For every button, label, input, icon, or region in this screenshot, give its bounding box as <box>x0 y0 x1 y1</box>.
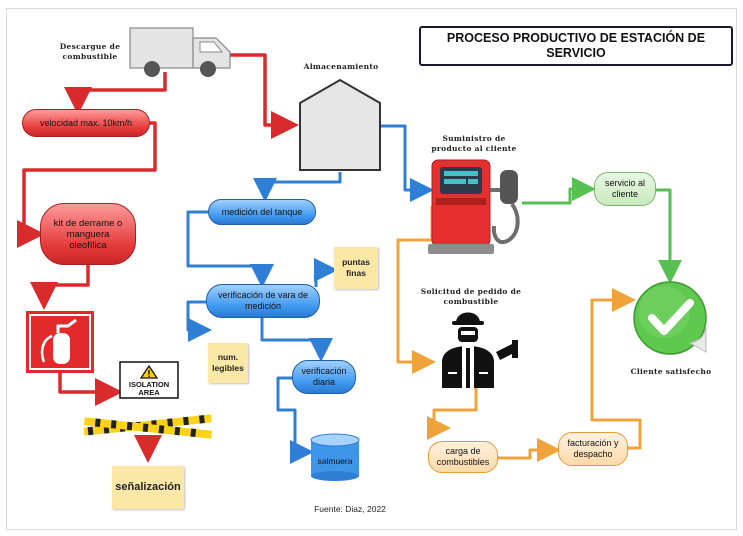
arrow-storage-to-medicion <box>253 172 342 202</box>
arrow-storage-to-pump <box>380 124 434 202</box>
danger-tape-icon <box>83 414 213 439</box>
arrow-facturacion-to-cliente <box>590 288 642 450</box>
node-verificacion-diaria: verificación diaria <box>292 360 356 394</box>
storage-tank-icon <box>299 78 381 171</box>
label-almacenamiento: Almacenamiento <box>303 62 379 71</box>
label-cliente-satisfecho: Cliente satisfecho <box>630 367 712 376</box>
label-solicitud: Solicitud de pedido de combustible <box>420 287 522 306</box>
arrow-extinguisher-to-isolation <box>58 373 123 406</box>
arrow-medicion-to-vara <box>186 210 274 288</box>
fire-extinguisher-icon <box>26 311 94 373</box>
note-senalizacion: señalización <box>112 466 184 509</box>
worker-icon <box>442 312 518 388</box>
arrow-velocidad-to-kit <box>17 121 157 248</box>
arrow-vara-to-puntas <box>314 258 338 287</box>
node-medicion-tanque: medición del tanque <box>208 199 316 225</box>
salmuera-label: salmuera <box>317 456 353 466</box>
arrow-carga-to-facturacion <box>498 438 561 462</box>
note-puntas-finas: puntas finas <box>334 247 378 289</box>
label-descargue: Descargue de combustible <box>59 42 121 61</box>
label-suministro: Suministro de producto al cliente <box>431 134 517 153</box>
fuel-pump-icon <box>428 159 520 254</box>
arrow-truck-to-storage <box>230 53 299 139</box>
isolation-area-label: ISOLATION AREA <box>128 380 170 397</box>
page-title: PROCESO PRODUCTIVO DE ESTACIÓN DE SERVIC… <box>419 26 733 66</box>
note-num-legibles: num. legibles <box>208 343 248 383</box>
truck-icon <box>129 27 231 77</box>
arrow-kit-to-extinguisher <box>30 264 90 310</box>
node-facturacion: facturación y despacho <box>558 432 628 466</box>
node-carga-combustibles: carga de combustibles <box>428 441 498 473</box>
salmuera-tank-icon <box>310 433 360 481</box>
arrow-pump-to-servicio <box>522 177 596 205</box>
source-caption: Fuente: Diaz, 2022 <box>314 504 386 514</box>
arrow-vara-to-num <box>186 300 212 342</box>
node-velocidad: velocidad max. 10km/h <box>22 109 150 137</box>
check-badge-icon <box>633 281 707 355</box>
isolation-area-sign <box>119 361 179 399</box>
node-servicio-cliente: servicio al cliente <box>594 172 656 206</box>
arrow-servicio-to-cliente <box>655 188 682 284</box>
arrow-verif-to-salmuera <box>276 376 314 464</box>
arrow-vara-to-verif <box>260 318 333 362</box>
diagram-frame <box>6 8 737 530</box>
arrow-truck-to-velocidad <box>64 72 167 115</box>
arrow-pump-to-solicitud <box>396 206 436 374</box>
node-verificacion-vara: verificación de vara de medición <box>206 284 320 318</box>
node-kit-derrame: kit de derrame o manguera oleofílica <box>40 203 136 265</box>
arrow-worker-to-carga <box>427 388 478 440</box>
